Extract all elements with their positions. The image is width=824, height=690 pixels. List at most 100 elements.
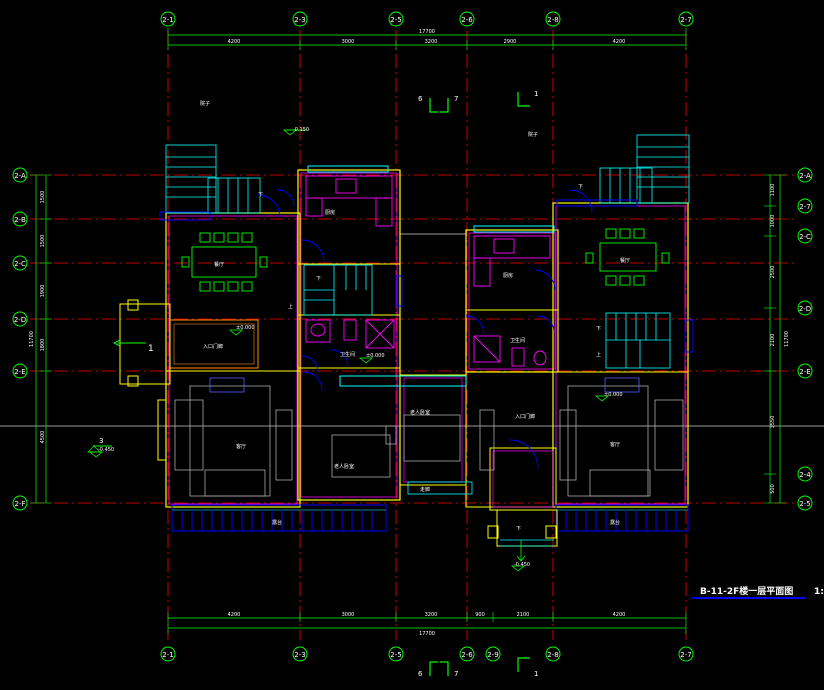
room-label-bath-right: 卫生间: [510, 337, 525, 344]
axis-label-right-3: 2-C: [799, 233, 811, 241]
room-label-living-left: 客厅: [236, 443, 246, 450]
dimension-texts: 17700 4200 3000 3200 2900 4200 4200 3000…: [29, 29, 790, 637]
dim-bottom-seg-2: 3000: [342, 612, 355, 618]
dim-left-seg-2: 1500: [40, 235, 46, 248]
dim-left-seg-3: 1900: [40, 285, 46, 298]
section-marks: 6 7 1 6 7 1 3 1: [87, 90, 538, 678]
axis-label-right-4: 2-D: [799, 305, 811, 313]
axis-label-top-1: 2-1: [162, 16, 173, 24]
axis-bubble-right-6: [797, 466, 813, 482]
axis-label-bottom-3: 2-5: [390, 651, 401, 659]
axis-bubble-right-1: [797, 167, 813, 183]
level-bottom-right: ±0.000: [366, 353, 385, 359]
left-entry-porch: [112, 299, 259, 387]
level-bottom: -0.450: [514, 562, 530, 568]
stair-down-4: 下: [596, 326, 601, 332]
room-label-kitchen-left: 厨房: [325, 209, 335, 216]
room-label-garden-right: 院子: [528, 131, 538, 138]
dim-right-seg-4: 2100: [770, 334, 776, 347]
room-label-garden-left: 院子: [200, 100, 210, 107]
axis-labels: 2-1 2-3 2-5 2-6 2-8 2-7 2-1 2-3 2-5 2-6 …: [14, 16, 811, 659]
dim-right-seg-5: 3550: [770, 416, 776, 429]
dimension-lines: [30, 28, 786, 634]
room-label-living-right: 客厅: [610, 441, 620, 448]
axis-bubble-left-3: [12, 255, 28, 271]
doors: [257, 189, 593, 469]
axis-bubble-top-2: [292, 11, 308, 27]
dim-bottom-seg-5: 2100: [517, 612, 530, 618]
axis-bubble-bottom-extra: [485, 646, 501, 662]
axis-label-left-2: 2-B: [14, 216, 26, 224]
stair-down-1: 下: [258, 192, 263, 198]
dim-right-seg-3: 2500: [770, 266, 776, 279]
axis-label-top-4: 2-6: [461, 16, 473, 24]
axis-bubble-bottom-4: [459, 646, 475, 662]
axis-bubble-right-2: [797, 198, 813, 214]
room-label-dining-right: 餐厅: [620, 257, 630, 264]
dim-bottom-seg-6: 4200: [613, 612, 626, 618]
dim-right-seg-1: 1100: [770, 184, 776, 197]
axis-bubble-bottom-6: [678, 646, 694, 662]
axis-bubble-left-2: [12, 211, 28, 227]
dim-top-total: 17700: [419, 29, 435, 35]
section-mark-bottom-a: 6: [418, 670, 423, 678]
axis-label-top-6: 2-7: [680, 16, 691, 24]
axis-bubble-left-6: [12, 495, 28, 511]
axis-label-top-5: 2-8: [547, 16, 558, 24]
level-mid-left: ±0.000: [236, 325, 255, 331]
stair-down-2: 下: [316, 276, 321, 282]
axis-bubble-top-3: [388, 11, 404, 27]
dim-top-seg-2: 3000: [342, 39, 355, 45]
axis-bubble-right-3: [797, 228, 813, 244]
section-mark-bottom-b: 7: [454, 670, 458, 678]
axis-label-top-2: 2-3: [294, 16, 305, 24]
room-label-dining-left: 餐厅: [214, 261, 224, 268]
room-label-entry-right: 入口门廊: [515, 413, 535, 420]
axis-label-bottom-4: 2-6: [461, 651, 473, 659]
dim-left-total: 11700: [29, 331, 35, 347]
axis-label-right-6: 2-4: [799, 471, 811, 479]
dim-right-seg-2: 1000: [770, 215, 776, 228]
dim-left-seg-4: 1800: [40, 339, 46, 352]
axis-label-bottom-5: 2-8: [547, 651, 558, 659]
section-mark-top-b: 7: [454, 95, 458, 103]
dim-bottom-seg-1: 4200: [228, 612, 241, 618]
axis-label-right-7: 2-5: [799, 500, 810, 508]
room-label-entry-left: 入口门廊: [203, 343, 223, 350]
section-mark-bottom-c: 1: [534, 670, 538, 678]
axis-bubble-bottom-5: [545, 646, 561, 662]
axis-bubble-bottom-1: [160, 646, 176, 662]
drawing-title: B-11-2F楼一层平面图: [700, 585, 793, 597]
axis-label-left-4: 2-D: [14, 316, 26, 324]
living-furniture: [174, 377, 684, 497]
dim-left-seg-5: 4500: [40, 431, 46, 444]
room-label-bath-left: 卫生间: [340, 351, 355, 358]
kitchen-bath-fixtures: [305, 175, 551, 367]
room-label-hallway: 走廊: [420, 486, 430, 493]
dim-bottom-seg-3: 3200: [425, 612, 438, 618]
stair-up-2: 上: [596, 351, 601, 358]
furniture: [181, 228, 670, 292]
axis-label-bottom-2: 2-3: [294, 651, 305, 659]
axis-bubble-top-4: [459, 11, 475, 27]
dim-right-total: 11700: [784, 331, 790, 347]
dim-top-seg-4: 2900: [504, 39, 517, 45]
axis-bubble-bottom-2: [292, 646, 308, 662]
section-mark-left-num: 1: [148, 344, 154, 354]
axis-bubbles: [12, 11, 813, 662]
axis-bubble-right-5: [797, 363, 813, 379]
axis-label-right-2: 2-7: [799, 203, 810, 211]
dim-top-seg-1: 4200: [228, 39, 241, 45]
drawing-scale: 1:: [814, 587, 824, 597]
axis-label-right-5: 2-E: [799, 368, 810, 376]
axis-label-left-6: 2-F: [14, 500, 25, 508]
axis-label-left-5: 2-E: [14, 368, 25, 376]
dim-right-seg-6: 500: [770, 484, 776, 494]
axis-label-bottom-extra: 2-9: [487, 651, 498, 659]
stair-up-1: 上: [288, 303, 293, 310]
axis-bubble-right-4: [797, 300, 813, 316]
stair-down-5: 下: [516, 526, 521, 532]
level-top-left: -0.150: [293, 127, 309, 133]
